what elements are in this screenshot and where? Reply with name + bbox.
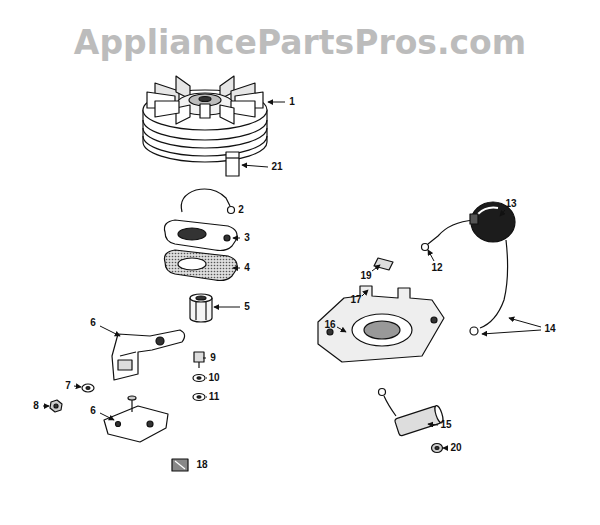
callout-number: 13 xyxy=(504,198,517,210)
watermark: AppliancePartsPros.com xyxy=(74,26,526,59)
callout-number: 5 xyxy=(243,301,251,313)
callout-number: 11 xyxy=(208,391,221,403)
callout-number: 7 xyxy=(64,380,72,392)
callout-number: 2 xyxy=(237,204,245,216)
callout-number: 4 xyxy=(243,262,251,274)
callout-number: 17 xyxy=(349,294,362,306)
callout-number: 18 xyxy=(195,459,208,471)
callout-number: 16 xyxy=(323,319,336,331)
callout-number: 10 xyxy=(207,372,220,384)
callout-number: 12 xyxy=(430,262,443,274)
callout-number: 19 xyxy=(359,270,372,282)
callout-number: 14 xyxy=(543,323,556,335)
callout-number: 3 xyxy=(243,232,251,244)
callout-number: 9 xyxy=(209,352,217,364)
callout-number: 20 xyxy=(449,442,462,454)
leader-lines xyxy=(43,102,541,448)
callout-number: 6 xyxy=(89,317,97,329)
callout-number: 15 xyxy=(439,419,452,431)
callout-number: 6 xyxy=(89,405,97,417)
callout-number: 1 xyxy=(288,96,296,108)
callout-number: 21 xyxy=(270,161,283,173)
callout-number: 8 xyxy=(32,400,40,412)
